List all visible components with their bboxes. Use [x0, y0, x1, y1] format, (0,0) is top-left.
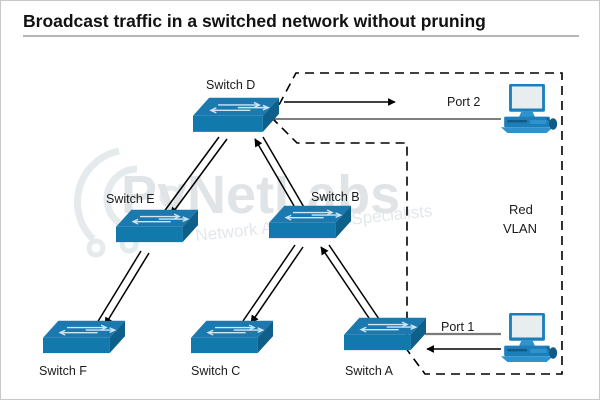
host-pc-port1[interactable]: [500, 312, 558, 363]
switch-c-label: Switch C: [191, 364, 240, 378]
watermark-logo-icon: [73, 147, 138, 242]
page-title-group: Broadcast traffic in a switched network …: [23, 11, 579, 37]
red-vlan-boundary: [271, 72, 563, 375]
vlan-label-line1: Red: [509, 202, 533, 217]
link-d-to-e: [162, 136, 228, 216]
switches-group: Switch D Switch E Switch B Switch F Swit…: [39, 78, 427, 378]
port2-link-group: Port 2: [273, 95, 501, 120]
link-b-to-c: [242, 244, 304, 324]
switch-b-label: Switch B: [311, 190, 360, 204]
switch-e[interactable]: Switch E: [106, 192, 199, 243]
port1-link-group: Port 1: [425, 320, 501, 353]
link-b-to-d: [254, 136, 306, 212]
switch-f[interactable]: Switch F: [39, 320, 126, 378]
red-vlan-label-group: Red VLAN: [503, 202, 537, 236]
page-title: Broadcast traffic in a switched network …: [23, 11, 486, 31]
switch-links-group: [96, 136, 380, 326]
switch-a[interactable]: Switch A: [343, 317, 427, 378]
link-a-to-b: [320, 244, 380, 322]
switch-b[interactable]: Switch B: [268, 190, 360, 239]
switch-e-label: Switch E: [106, 192, 155, 206]
switch-a-label: Switch A: [345, 364, 394, 378]
switch-c[interactable]: Switch C: [190, 320, 274, 378]
switch-d-label: Switch D: [206, 78, 255, 92]
port1-label: Port 1: [441, 320, 474, 334]
vlan-label-line2: VLAN: [503, 221, 537, 236]
link-e-to-f: [96, 250, 150, 326]
port2-label: Port 2: [447, 95, 480, 109]
switch-d[interactable]: Switch D: [192, 78, 280, 133]
host-pc-port2[interactable]: [500, 83, 558, 134]
switch-f-label: Switch F: [39, 364, 87, 378]
